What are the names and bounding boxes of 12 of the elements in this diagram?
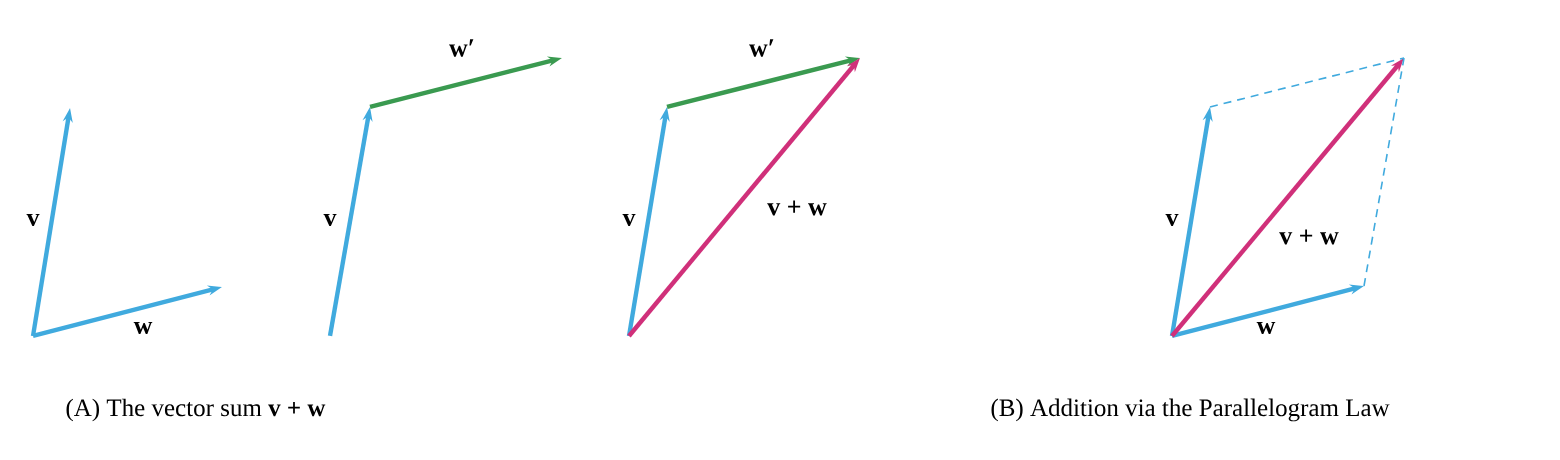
vector-label: v <box>622 213 636 227</box>
vector-label: w′ <box>749 39 774 57</box>
caption: (A) The vector sum v + w <box>66 398 326 422</box>
vector-label: v + w <box>767 200 827 216</box>
vector-label: w′ <box>449 39 474 57</box>
vector-label: v + w <box>1279 229 1339 245</box>
vector-label: w <box>1256 321 1276 335</box>
vector-label: v <box>323 213 337 227</box>
vector-label: v <box>26 213 40 227</box>
caption: (B) Addition via the Parallelogram Law <box>991 398 1390 422</box>
vector-label: v <box>1165 213 1179 227</box>
vector-label: w <box>133 321 153 335</box>
